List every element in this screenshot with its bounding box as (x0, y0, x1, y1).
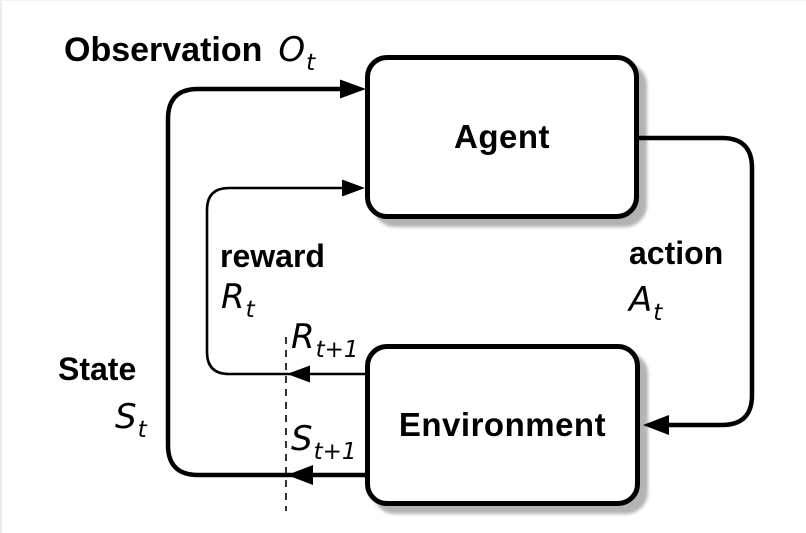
reward-word: reward (220, 238, 325, 274)
observation-arrowhead-icon (340, 79, 366, 99)
state-next-subscript: t+1 (313, 439, 357, 465)
reward-next-label: Rt+1 (291, 317, 359, 362)
observation-label: Observation Ot (64, 30, 315, 75)
reward-subscript: t (245, 297, 255, 323)
state-next-arrowhead-icon (287, 465, 313, 485)
state-symbol: S (115, 397, 137, 437)
reward-arrowhead-icon (342, 179, 365, 197)
environment-box-label: Environment (398, 406, 607, 443)
state-word: State (58, 351, 137, 387)
state-next-symbol: S (291, 419, 313, 459)
agent-box-label: Agent (454, 118, 550, 155)
reward-symbol: R (221, 277, 245, 317)
agent-box: Agent (365, 55, 639, 219)
state-next-label: St+1 (291, 419, 357, 464)
reward-next-arrowhead-icon (287, 365, 310, 383)
state-symbol-label: St (115, 397, 147, 442)
reward-next-symbol: R (291, 317, 315, 357)
observation-symbol: O (278, 30, 306, 70)
state-subscript: t (137, 417, 147, 443)
action-word: action (629, 235, 724, 271)
action-arrowhead-icon (643, 415, 669, 435)
action-symbol: A (629, 280, 653, 320)
observation-word: Observation (64, 31, 263, 69)
observation-subscript: t (306, 50, 316, 76)
reward-symbol-label: Rt (221, 277, 255, 322)
state-observation-edge (165, 86, 367, 478)
reward-next-subscript: t+1 (315, 337, 359, 363)
environment-box: Environment (365, 344, 640, 506)
action-symbol-label: At (629, 280, 662, 325)
action-subscript: t (653, 300, 663, 326)
action-edge (639, 135, 755, 428)
